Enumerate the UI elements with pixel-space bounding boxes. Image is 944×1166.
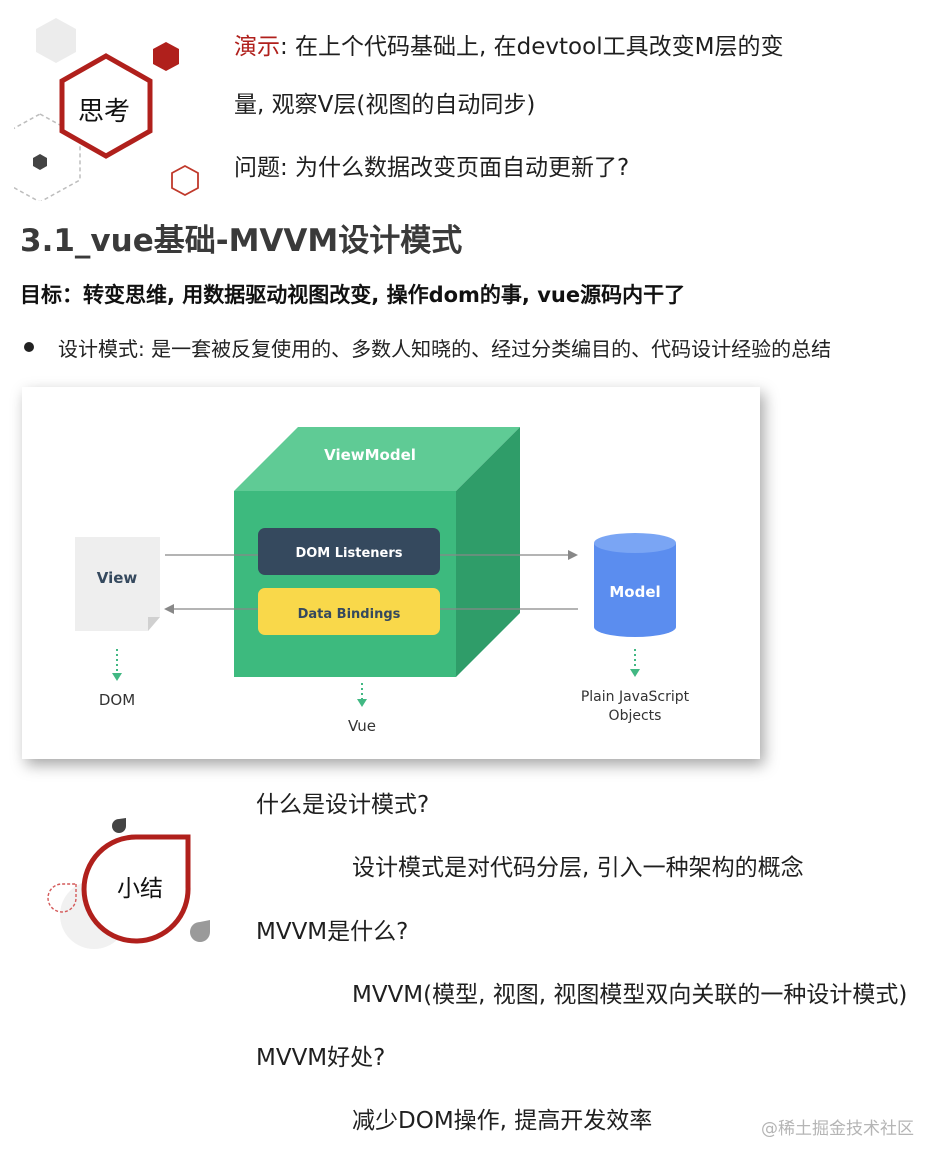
demo-text-1: : 在上个代码基础上, 在devtool工具改变M层的变 (280, 34, 784, 60)
red-outline-hexagon-decor (171, 164, 199, 197)
view-document (75, 537, 160, 631)
summary-answer-1: 设计模式是对代码分层, 引入一种架构的概念 (352, 855, 804, 881)
summary-answer-3: 减少DOM操作, 提高开发效率 (352, 1108, 653, 1134)
design-pattern-bullet: 设计模式: 是一套被反复使用的、多数人知晓的、经过分类编目的、代码设计经验的总结 (58, 337, 832, 361)
summary-badge: 小结 (47, 818, 210, 949)
section-title: 3.1_vue基础-MVVM设计模式 (20, 223, 463, 259)
summary-question-3: MVVM好处? (256, 1045, 386, 1071)
think-badge-label: 思考 (78, 97, 130, 127)
think-badge: 思考 (14, 18, 199, 201)
question-line: 问题: 为什么数据改变页面自动更新了? (234, 155, 630, 181)
dom-label: DOM (99, 691, 135, 709)
mvvm-diagram: ViewModel DOM Listeners Data Bindings Vi… (22, 387, 760, 759)
cube-side-face (456, 427, 520, 677)
demo-line-2: 量, 观察V层(视图的自动同步) (234, 92, 536, 118)
dom-listeners-box (258, 528, 440, 575)
summary-dotted-drop-decor (47, 883, 77, 913)
summary-question-2: MVVM是什么? (256, 919, 409, 945)
demo-line-1: 演示: 在上个代码基础上, 在devtool工具改变M层的变 (234, 32, 783, 62)
arrow-model-to-view-head (164, 604, 174, 614)
summary-red-drop-frame (81, 834, 191, 944)
view-document-fold (148, 617, 160, 631)
gray-hexagon-decor (36, 18, 76, 63)
bullet-dot (24, 342, 34, 352)
dark-small-hexagon-decor (33, 154, 47, 170)
demo-label: 演示 (234, 34, 280, 60)
arrow-view-to-model-head (568, 550, 578, 560)
watermark: @稀土掘金技术社区 (761, 1119, 914, 1139)
summary-badge-label: 小结 (117, 876, 163, 902)
model-cylinder-top (594, 533, 676, 553)
summary-dark-drop-decor (112, 818, 126, 833)
vue-connector-head (357, 699, 367, 707)
cube-top-face (234, 427, 520, 491)
view-label: View (97, 569, 138, 587)
mvvm-diagram-svg: ViewModel DOM Listeners Data Bindings Vi… (75, 427, 690, 735)
plain-js-label-2: Objects (609, 708, 662, 724)
dom-listeners-label: DOM Listeners (295, 546, 402, 561)
summary-gray-drop-decor (190, 920, 210, 942)
goal-text: 目标：转变思维, 用数据驱动视图改变, 操作dom的事, vue源码内干了 (20, 283, 686, 307)
vue-label: Vue (348, 717, 376, 735)
model-cylinder-body (594, 543, 676, 637)
data-bindings-box (258, 588, 440, 635)
model-connector-head (630, 669, 640, 677)
red-small-hexagon-decor (153, 42, 179, 71)
plain-js-label-1: Plain JavaScript (581, 689, 690, 705)
data-bindings-label: Data Bindings (298, 607, 401, 622)
red-hexagon-frame (59, 53, 153, 159)
viewmodel-label: ViewModel (324, 446, 416, 464)
dom-connector-head (112, 673, 122, 681)
summary-question-1: 什么是设计模式? (256, 792, 430, 818)
cube-front-face (234, 491, 456, 677)
model-label: Model (609, 583, 660, 601)
summary-answer-2: MVVM(模型, 视图, 视图模型双向关联的一种设计模式) (352, 982, 908, 1008)
